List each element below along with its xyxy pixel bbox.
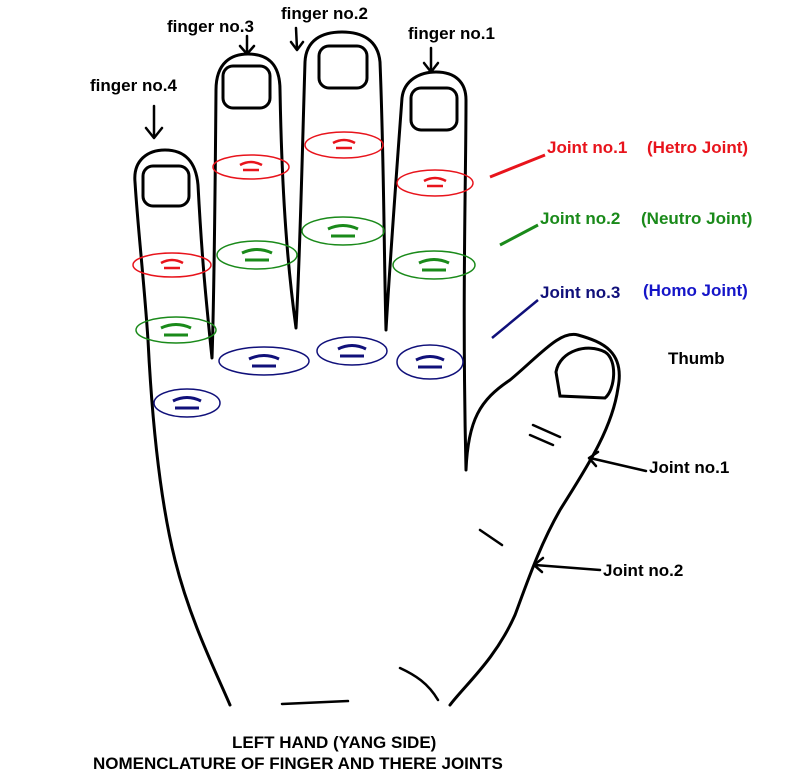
label-finger-4: finger no.4 bbox=[90, 76, 177, 95]
nail-finger-4 bbox=[141, 164, 191, 208]
joint-2-markers bbox=[135, 216, 476, 344]
nail-thumb bbox=[554, 346, 616, 400]
caption-line-1: LEFT HAND (YANG SIDE) bbox=[232, 733, 436, 752]
nail-finger-2 bbox=[317, 44, 369, 90]
label-finger-2: finger no.2 bbox=[281, 4, 368, 23]
joint-marker bbox=[301, 216, 385, 246]
hand-outline bbox=[133, 30, 621, 707]
legend-joint-1-type: (Hetro Joint) bbox=[647, 138, 748, 157]
joint-1-markers bbox=[132, 131, 474, 278]
joint-marker bbox=[132, 252, 212, 278]
legend-joint-2-type: (Neutro Joint) bbox=[641, 209, 752, 228]
joint-1-leader bbox=[489, 153, 546, 179]
joint-marker bbox=[212, 154, 290, 180]
finger-arrows bbox=[144, 26, 440, 140]
joint-marker bbox=[153, 388, 221, 418]
nails bbox=[141, 44, 616, 400]
label-finger-3: finger no.3 bbox=[167, 17, 254, 36]
nail-finger-1 bbox=[409, 86, 459, 132]
label-thumb-joint-2: Joint no.2 bbox=[603, 561, 683, 580]
label-thumb: Thumb bbox=[668, 349, 725, 368]
arrow-finger-2 bbox=[289, 26, 305, 52]
palm-creases bbox=[280, 423, 562, 706]
arrow-finger-4 bbox=[144, 104, 164, 140]
legend-joint-1-name: Joint no.1 bbox=[547, 138, 627, 157]
arrow-thumb-joint-2 bbox=[532, 556, 602, 574]
legend-joint-3-name: Joint no.3 bbox=[540, 283, 620, 302]
joint-3-leader bbox=[491, 299, 539, 339]
arrow-thumb-joint-1 bbox=[587, 450, 648, 473]
thumb-arrows bbox=[532, 450, 648, 574]
joint-marker bbox=[392, 250, 476, 280]
joint-3-markers bbox=[153, 336, 464, 418]
label-thumb-joint-1: Joint no.1 bbox=[649, 458, 729, 477]
joint-marker bbox=[396, 169, 474, 197]
legend-joint-3-type: (Homo Joint) bbox=[643, 281, 748, 300]
arrow-finger-3 bbox=[238, 34, 256, 56]
label-finger-1: finger no.1 bbox=[408, 24, 495, 43]
joint-marker bbox=[218, 346, 310, 376]
joint-marker bbox=[216, 240, 298, 270]
legend-joint-2-name: Joint no.2 bbox=[540, 209, 620, 228]
arrow-finger-1 bbox=[422, 46, 440, 74]
joint-2-leader bbox=[499, 223, 539, 247]
nail-finger-3 bbox=[221, 64, 272, 110]
joint-marker bbox=[135, 316, 217, 344]
joint-marker bbox=[316, 336, 388, 366]
caption-line-2: NOMENCLATURE OF FINGER AND THERE JOINTS bbox=[93, 754, 503, 773]
joint-marker bbox=[396, 344, 464, 380]
joint-marker bbox=[304, 131, 384, 159]
